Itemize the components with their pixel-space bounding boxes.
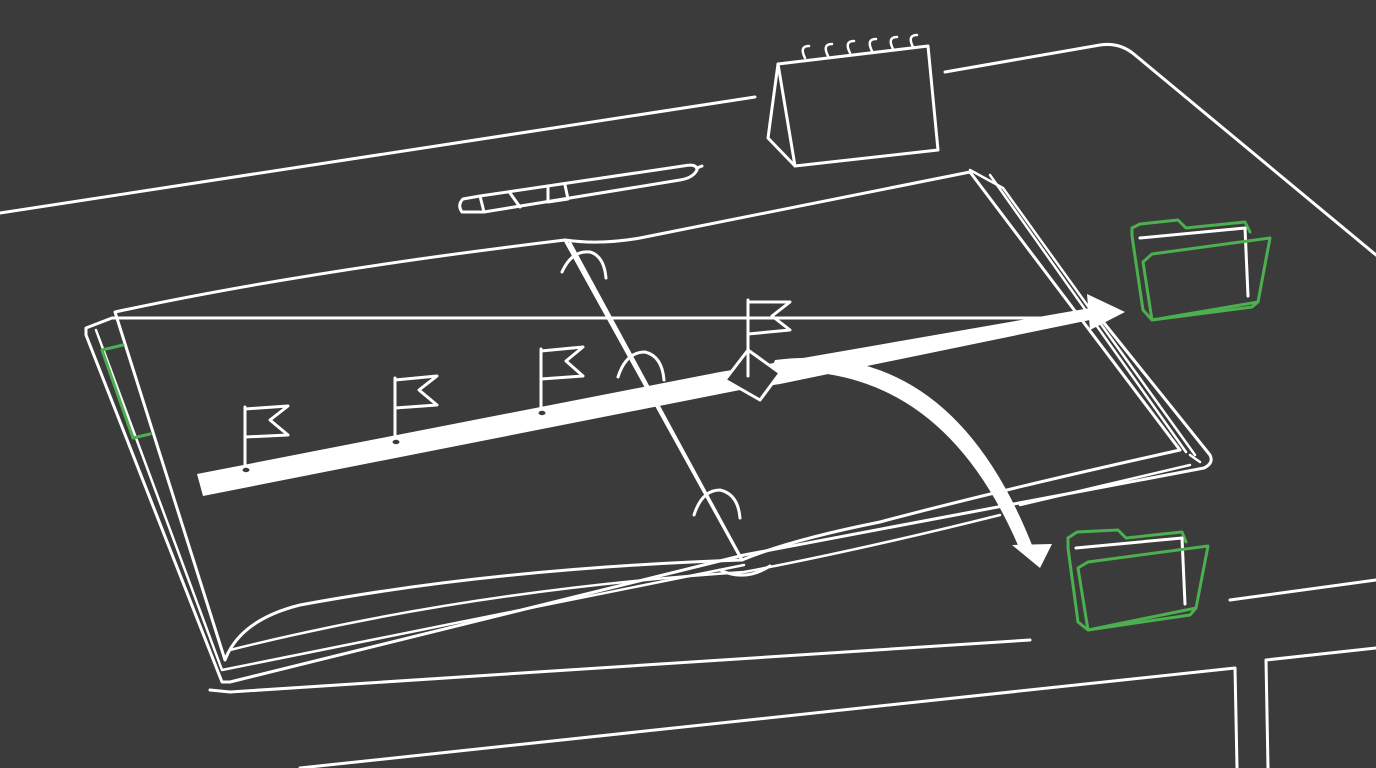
timeline xyxy=(197,294,1125,496)
desk xyxy=(0,43,1376,768)
open-notebook-icon xyxy=(84,168,1213,684)
folder-icon xyxy=(1130,218,1272,322)
pen-icon xyxy=(458,163,704,214)
branch-arrow-icon xyxy=(770,357,1052,568)
folder-icon xyxy=(1066,528,1210,632)
flag-icon xyxy=(535,345,585,418)
desk-calendar-icon xyxy=(766,33,940,168)
bookmark-tab xyxy=(100,343,152,440)
flag-icon xyxy=(239,404,290,475)
flag-icon xyxy=(389,374,439,447)
diamond-branch-icon xyxy=(723,298,792,402)
